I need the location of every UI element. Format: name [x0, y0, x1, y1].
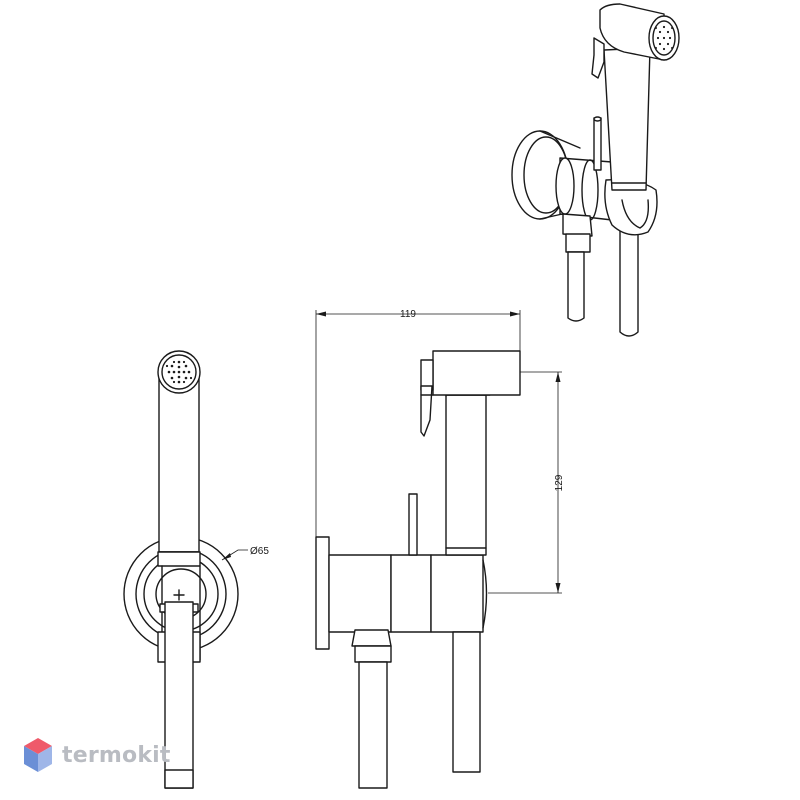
termokit-watermark: termokit: [22, 735, 171, 775]
height-label: 129: [554, 474, 565, 491]
watermark-text: termokit: [62, 742, 171, 768]
hexagon-cube-logo-icon: [24, 738, 52, 772]
front-view: Ø65: [123, 350, 269, 789]
diameter-label: Ø65: [250, 546, 269, 557]
isometric-view: [511, 3, 680, 337]
side-view: 119 129: [315, 309, 565, 789]
width-label: 119: [400, 309, 416, 320]
